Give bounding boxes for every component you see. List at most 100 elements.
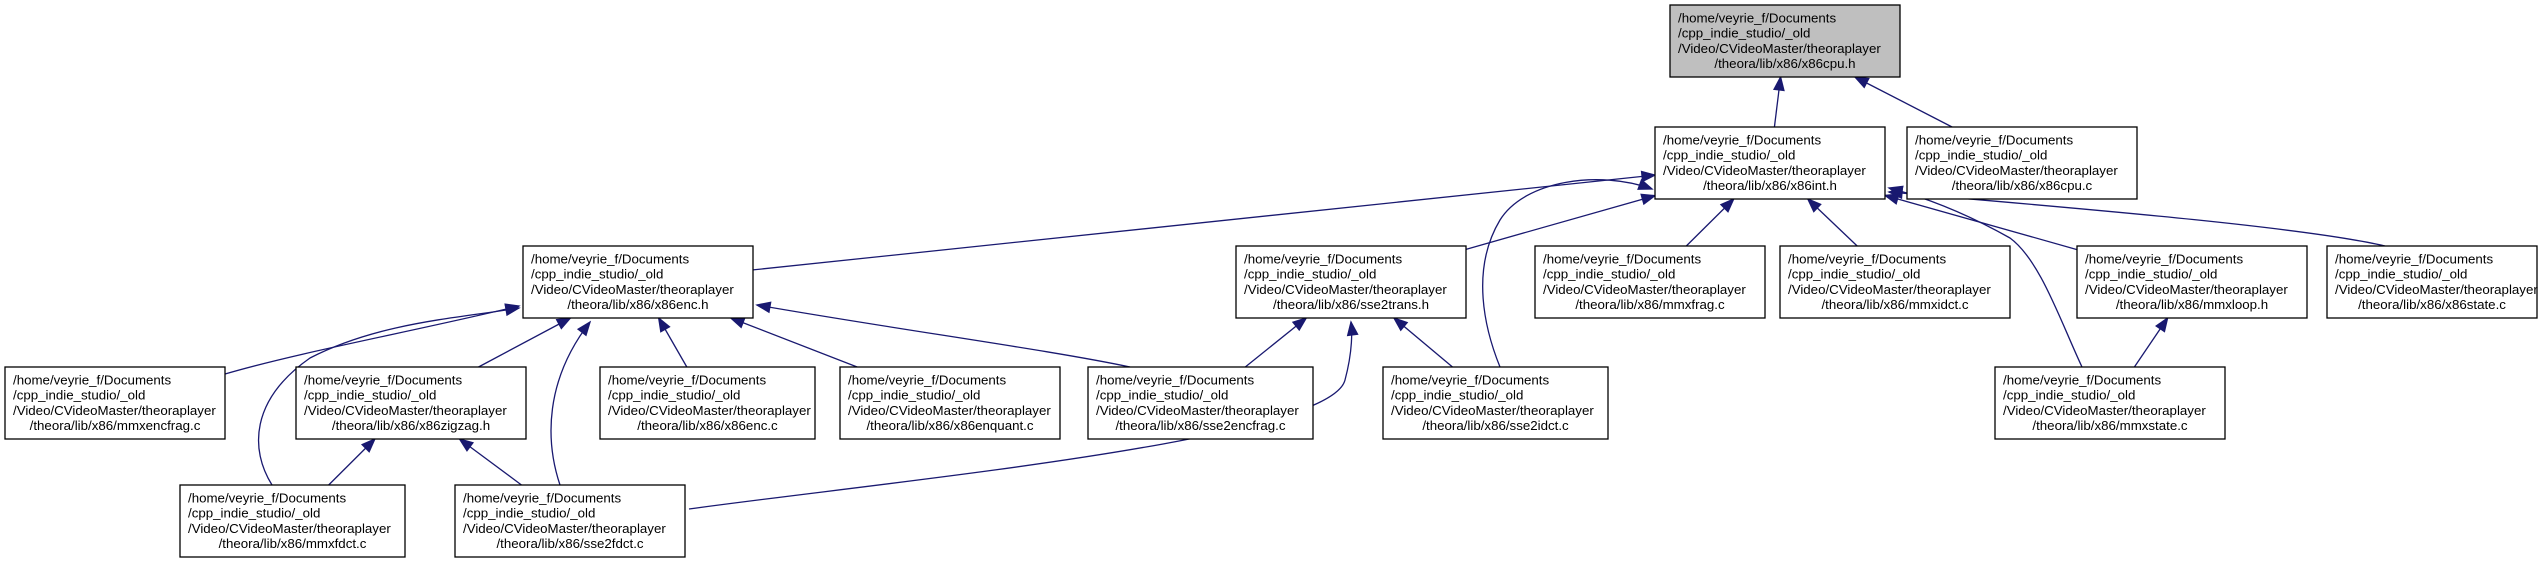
node-x86enc-c[interactable]: /home/veyrie_f/Documents/cpp_indie_studi… xyxy=(599,366,816,440)
node-x86cpu-h-box[interactable] xyxy=(1669,4,1901,78)
edge-sse2trans-h-to-x86int-h xyxy=(1465,193,1657,250)
edge-sse2trans-h-to-x86int-h-arrowhead xyxy=(1640,193,1657,206)
edge-x86enquant-c-to-x86enc-h xyxy=(729,317,858,368)
node-mmxstate-c-label-line-4: /theora/lib/x86/mmxstate.c xyxy=(2032,418,2188,433)
node-mmxloop-h-box[interactable] xyxy=(2076,245,2308,319)
edge-x86enc-c-to-x86enc-h-arrowhead xyxy=(657,316,671,333)
node-sse2idct-c[interactable]: /home/veyrie_f/Documents/cpp_indie_studi… xyxy=(1382,366,1609,440)
node-x86enc-c-label-line-2: /cpp_indie_studio/_old xyxy=(608,388,740,403)
edge-sse2idct-c-to-x86int-h-arrowhead xyxy=(1637,178,1654,190)
edge-sse2encfrag-c-to-x86enc-h-line xyxy=(756,304,1131,368)
node-mmxloop-h-label-line-4: /theora/lib/x86/mmxloop.h xyxy=(2116,297,2268,312)
edge-mmxfdct-c-to-x86zigzag-h xyxy=(328,437,377,486)
node-mmxidct-c-label-line-3: /Video/CVideoMaster/theoraplayer xyxy=(1788,282,1991,297)
node-sse2encfrag-c-label-line-1: /home/veyrie_f/Documents xyxy=(1096,372,1255,387)
edge-mmxfdct-c-to-x86enc-h xyxy=(257,304,521,486)
node-x86cpu-h-label-line-4: /theora/lib/x86/x86cpu.h xyxy=(1714,56,1855,71)
node-mmxfrag-c[interactable]: /home/veyrie_f/Documents/cpp_indie_studi… xyxy=(1534,245,1766,319)
node-mmxencfrag-c-box[interactable] xyxy=(4,366,226,440)
node-x86zigzag-h[interactable]: /home/veyrie_f/Documents/cpp_indie_studi… xyxy=(295,366,527,440)
node-x86state-c-label-line-3: /Video/CVideoMaster/theoraplayer xyxy=(2335,282,2538,297)
node-x86int-h-box[interactable] xyxy=(1654,126,1886,200)
edge-sse2fdct-c-to-x86zigzag-h-arrowhead xyxy=(458,437,475,452)
edge-mmxstate-c-to-mmxloop-h-arrowhead xyxy=(2155,316,2169,333)
node-sse2fdct-c-label-line-1: /home/veyrie_f/Documents xyxy=(463,490,622,505)
node-x86cpu-c[interactable]: /home/veyrie_f/Documents/cpp_indie_studi… xyxy=(1906,126,2138,200)
node-x86enquant-c-label-line-4: /theora/lib/x86/x86enquant.c xyxy=(866,418,1033,433)
node-x86enc-h[interactable]: /home/veyrie_f/Documents/cpp_indie_studi… xyxy=(522,245,754,319)
node-x86cpu-h[interactable]: /home/veyrie_f/Documents/cpp_indie_studi… xyxy=(1669,4,1901,78)
edge-mmxloop-h-to-x86int-h xyxy=(1883,193,2078,251)
node-mmxidct-c-box[interactable] xyxy=(1779,245,2011,319)
node-x86enquant-c-label-line-1: /home/veyrie_f/Documents xyxy=(848,372,1007,387)
edge-sse2fdct-c-to-x86zigzag-h xyxy=(458,437,522,486)
node-sse2idct-c-label-line-2: /cpp_indie_studio/_old xyxy=(1391,388,1523,403)
node-mmxfdct-c-box[interactable] xyxy=(179,484,406,558)
node-x86enc-c-label-line-4: /theora/lib/x86/x86enc.c xyxy=(637,418,778,433)
node-mmxidct-c[interactable]: /home/veyrie_f/Documents/cpp_indie_studi… xyxy=(1779,245,2011,319)
node-sse2idct-c-label-line-1: /home/veyrie_f/Documents xyxy=(1391,372,1550,387)
node-sse2encfrag-c-box[interactable] xyxy=(1087,366,1314,440)
node-x86state-c[interactable]: /home/veyrie_f/Documents/cpp_indie_studi… xyxy=(2326,245,2538,319)
node-x86enc-h-box[interactable] xyxy=(522,245,754,319)
node-x86enquant-c[interactable]: /home/veyrie_f/Documents/cpp_indie_studi… xyxy=(839,366,1061,440)
node-mmxfdct-c[interactable]: /home/veyrie_f/Documents/cpp_indie_studi… xyxy=(179,484,406,558)
edge-x86zigzag-h-to-x86enc-h-arrowhead xyxy=(555,317,573,330)
node-sse2encfrag-c[interactable]: /home/veyrie_f/Documents/cpp_indie_studi… xyxy=(1087,366,1314,440)
node-sse2idct-c-label-line-4: /theora/lib/x86/sse2idct.c xyxy=(1422,418,1569,433)
node-mmxfrag-c-box[interactable] xyxy=(1534,245,1766,319)
edge-sse2idct-c-to-sse2trans-h xyxy=(1392,316,1453,368)
node-x86enc-c-box[interactable] xyxy=(599,366,816,440)
node-mmxfrag-c-label-line-3: /Video/CVideoMaster/theoraplayer xyxy=(1543,282,1746,297)
node-x86cpu-c-box[interactable] xyxy=(1906,126,2138,200)
node-x86enquant-c-box[interactable] xyxy=(839,366,1061,440)
node-mmxencfrag-c-label-line-2: /cpp_indie_studio/_old xyxy=(13,388,145,403)
node-sse2fdct-c[interactable]: /home/veyrie_f/Documents/cpp_indie_studi… xyxy=(454,484,686,558)
node-mmxstate-c-box[interactable] xyxy=(1994,366,2226,440)
node-mmxloop-h[interactable]: /home/veyrie_f/Documents/cpp_indie_studi… xyxy=(2076,245,2308,319)
node-x86zigzag-h-label-line-2: /cpp_indie_studio/_old xyxy=(304,388,436,403)
node-x86cpu-h-label-line-1: /home/veyrie_f/Documents xyxy=(1678,10,1837,25)
node-sse2trans-h-label-line-4: /theora/lib/x86/sse2trans.h xyxy=(1273,297,1429,312)
node-sse2trans-h-label-line-1: /home/veyrie_f/Documents xyxy=(1244,251,1403,266)
node-x86int-h-label-line-1: /home/veyrie_f/Documents xyxy=(1663,132,1822,147)
node-sse2idct-c-box[interactable] xyxy=(1382,366,1609,440)
node-mmxfrag-c-label-line-2: /cpp_indie_studio/_old xyxy=(1543,267,1675,282)
node-x86zigzag-h-label-line-1: /home/veyrie_f/Documents xyxy=(304,372,463,387)
node-mmxidct-c-label-line-2: /cpp_indie_studio/_old xyxy=(1788,267,1920,282)
node-x86enquant-c-label-line-2: /cpp_indie_studio/_old xyxy=(848,388,980,403)
edge-mmxstate-c-to-x86int-h-arrowhead xyxy=(1887,185,1904,198)
node-sse2trans-h-label-line-3: /Video/CVideoMaster/theoraplayer xyxy=(1244,282,1447,297)
node-mmxidct-c-label-line-1: /home/veyrie_f/Documents xyxy=(1788,251,1947,266)
node-x86enc-h-label-line-4: /theora/lib/x86/x86enc.h xyxy=(567,297,708,312)
node-x86zigzag-h-box[interactable] xyxy=(295,366,527,440)
node-mmxfdct-c-label-line-2: /cpp_indie_studio/_old xyxy=(188,506,320,521)
node-x86state-c-box[interactable] xyxy=(2326,245,2538,319)
node-x86int-h[interactable]: /home/veyrie_f/Documents/cpp_indie_studi… xyxy=(1654,126,1886,200)
node-sse2fdct-c-box[interactable] xyxy=(454,484,686,558)
node-sse2trans-h-box[interactable] xyxy=(1235,245,1467,319)
edge-x86zigzag-h-to-x86enc-h-line xyxy=(478,317,571,368)
node-x86enc-h-label-line-1: /home/veyrie_f/Documents xyxy=(531,251,690,266)
edge-sse2encfrag-c-to-x86enc-h-arrowhead xyxy=(755,301,772,314)
node-sse2trans-h[interactable]: /home/veyrie_f/Documents/cpp_indie_studi… xyxy=(1235,245,1467,319)
edge-mmxfrag-c-to-x86int-h-arrowhead xyxy=(1719,197,1735,213)
edge-x86enquant-c-to-x86enc-h-arrowhead xyxy=(729,317,746,329)
node-mmxstate-c[interactable]: /home/veyrie_f/Documents/cpp_indie_studi… xyxy=(1994,366,2226,440)
node-x86int-h-label-line-4: /theora/lib/x86/x86int.h xyxy=(1703,178,1837,193)
edge-sse2fdct-c-to-x86enc-h xyxy=(550,320,592,486)
node-x86cpu-c-label-line-2: /cpp_indie_studio/_old xyxy=(1915,148,2047,163)
edge-mmxencfrag-c-to-x86enc-h-line xyxy=(224,305,520,375)
edge-mmxfdct-c-to-x86enc-h-line xyxy=(257,307,520,486)
node-mmxfdct-c-label-line-3: /Video/CVideoMaster/theoraplayer xyxy=(188,521,391,536)
node-x86state-c-label-line-4: /theora/lib/x86/x86state.c xyxy=(2358,297,2506,312)
node-mmxfrag-c-label-line-1: /home/veyrie_f/Documents xyxy=(1543,251,1702,266)
edges-layer xyxy=(224,75,2386,510)
edge-x86enquant-c-to-x86enc-h-line xyxy=(730,317,858,368)
edge-sse2trans-h-to-x86int-h-line xyxy=(1465,195,1656,250)
node-sse2encfrag-c-label-line-2: /cpp_indie_studio/_old xyxy=(1096,388,1228,403)
edge-mmxfdct-c-to-x86zigzag-h-arrowhead xyxy=(360,437,377,453)
node-mmxencfrag-c[interactable]: /home/veyrie_f/Documents/cpp_indie_studi… xyxy=(4,366,226,440)
edge-mmxloop-h-to-x86int-h-arrowhead xyxy=(1883,193,1900,205)
